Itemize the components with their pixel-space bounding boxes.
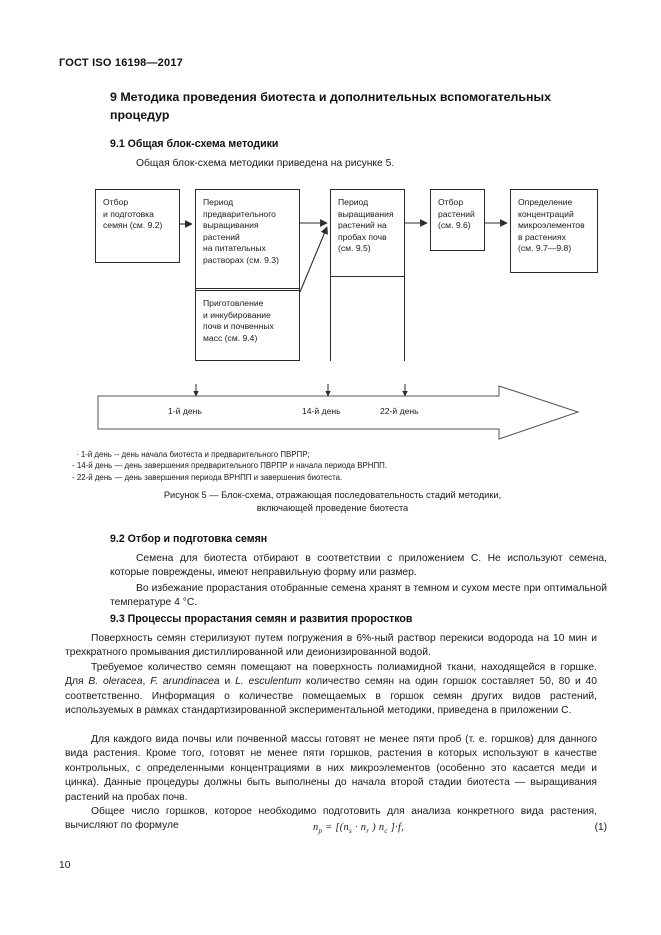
flow-box-6-text: Определение концентраций микроэлементов … [518, 197, 585, 254]
paragraph-9-2-1: Семена для биотеста отбирают в соответст… [110, 553, 607, 579]
fml-nr-sub: r [366, 827, 370, 836]
flow-box-soil-preparation: Приготовление и инкубирование почв и поч… [195, 290, 300, 361]
formula-expression: np = [(ns · nr ) nc ]·f, [110, 822, 607, 835]
flow-box-soil-growth-period: Период выращивания растений на пробах по… [330, 189, 405, 277]
figure-caption: Рисунок 5 — Блок-схема, отражающая после… [60, 489, 605, 515]
figure-note-3: - 22-й день — день завершения периода ВР… [72, 472, 343, 482]
flow-box-3-text: Приготовление и инкубирование почв и поч… [203, 298, 274, 343]
flow-box-1-text: Отбор и подготовка семян (см. 9.2) [103, 197, 163, 231]
fml-nc: n [378, 822, 385, 833]
flow-box-selection-of-seeds: Отбор и подготовка семян (см. 9.2) [95, 189, 180, 263]
p932-seg-d: количество семян на один горшок составля… [65, 676, 598, 717]
heading-9-2: 9.2 Отбор и подготовка семян [110, 533, 268, 545]
page-title: 9 Методика проведения биотеста и дополни… [110, 90, 551, 122]
flow-box-plant-sampling: Отбор растений (см. 9.6) [430, 189, 485, 251]
timeline-label-day-22: 22-й день [380, 406, 419, 416]
p932-seg-b: , [142, 676, 151, 688]
species-b-oleracea: B. oleracea [88, 676, 143, 688]
paragraph-9-3-4: Общее число горшков, которое необходимо … [65, 806, 597, 832]
formula-1: np = [(ns · nr ) nc ]·f, (1) [110, 822, 607, 835]
flow-box-5-text: Отбор растений (см. 9.6) [438, 197, 475, 231]
timeline-label-day-14: 14-й день [302, 406, 341, 416]
formula-number: (1) [594, 822, 607, 833]
fml-nr: n [360, 822, 367, 833]
figure-note-1: · 1-й день -- день начала биотеста и пре… [76, 450, 310, 459]
figure-caption-line-2: включающей проведение биотеста [256, 503, 409, 513]
flow-box-4-extension [330, 277, 405, 361]
species-l-esculentum: L. esculentum [235, 676, 302, 688]
fml-nc-sub: c [384, 827, 388, 836]
fml-np-sub: p [318, 827, 323, 836]
species-f-arundinacea: F. arundinacea [150, 676, 220, 688]
p932-seg-c: и [219, 676, 236, 688]
timeline-label-day-1: 1-й день [168, 406, 202, 416]
page-number: 10 [59, 860, 71, 871]
paragraph-9-3-1: Поверхность семян стерилизуют путем погр… [65, 633, 597, 659]
flow-box-2-text: Период предварительного выращивания раст… [203, 197, 279, 265]
arrow-b3-b4 [299, 226, 328, 293]
paragraph-9-3-2: Требуемое количество семян помещают на п… [65, 661, 597, 719]
p932-seg-a: Требуемое количество семян помещают на п… [65, 662, 597, 688]
paragraph-9-3-3: Для каждого вида почвы или почвенной мас… [65, 734, 597, 803]
figure-caption-line-1: Рисунок 5 — Блок-схема, отражающая после… [163, 490, 502, 500]
fml-dot: · [352, 822, 361, 833]
flow-box-2-extension [195, 289, 300, 361]
timeline-block-arrow [97, 385, 580, 440]
figure-notes: · 1-й день -- день начала биотеста и пре… [60, 449, 605, 483]
fml-close: ) [369, 822, 379, 833]
fml-ns-sub: s [349, 827, 353, 836]
fml-bracket: ]· [387, 822, 398, 833]
paragraph-9-1-intro: Общая блок-схема методики приведена на р… [136, 158, 395, 169]
flow-box-trace-element-determination: Определение концентраций микроэлементов … [510, 189, 598, 273]
fml-np: n [312, 822, 319, 833]
heading-9-1: 9.1 Общая блок-схема методики [110, 138, 279, 150]
flow-box-4-text: Период выращивания растений на пробах по… [338, 197, 394, 254]
fml-f: f [397, 822, 402, 833]
running-header: ГОСТ ISO 16198—2017 [59, 57, 183, 69]
heading-9-3: 9.3 Процессы прорастания семян и развити… [110, 613, 413, 625]
flow-box-preliminary-growth: Период предварительного выращивания раст… [195, 189, 300, 289]
fml-eq: = [( [322, 822, 344, 833]
figure-note-2: - 14-й день — день завершения предварите… [72, 461, 388, 471]
fml-comma: , [401, 822, 405, 833]
fml-ns: n [343, 822, 349, 833]
paragraph-9-2-2: Во избежание прорастания отобранные семе… [110, 583, 607, 609]
